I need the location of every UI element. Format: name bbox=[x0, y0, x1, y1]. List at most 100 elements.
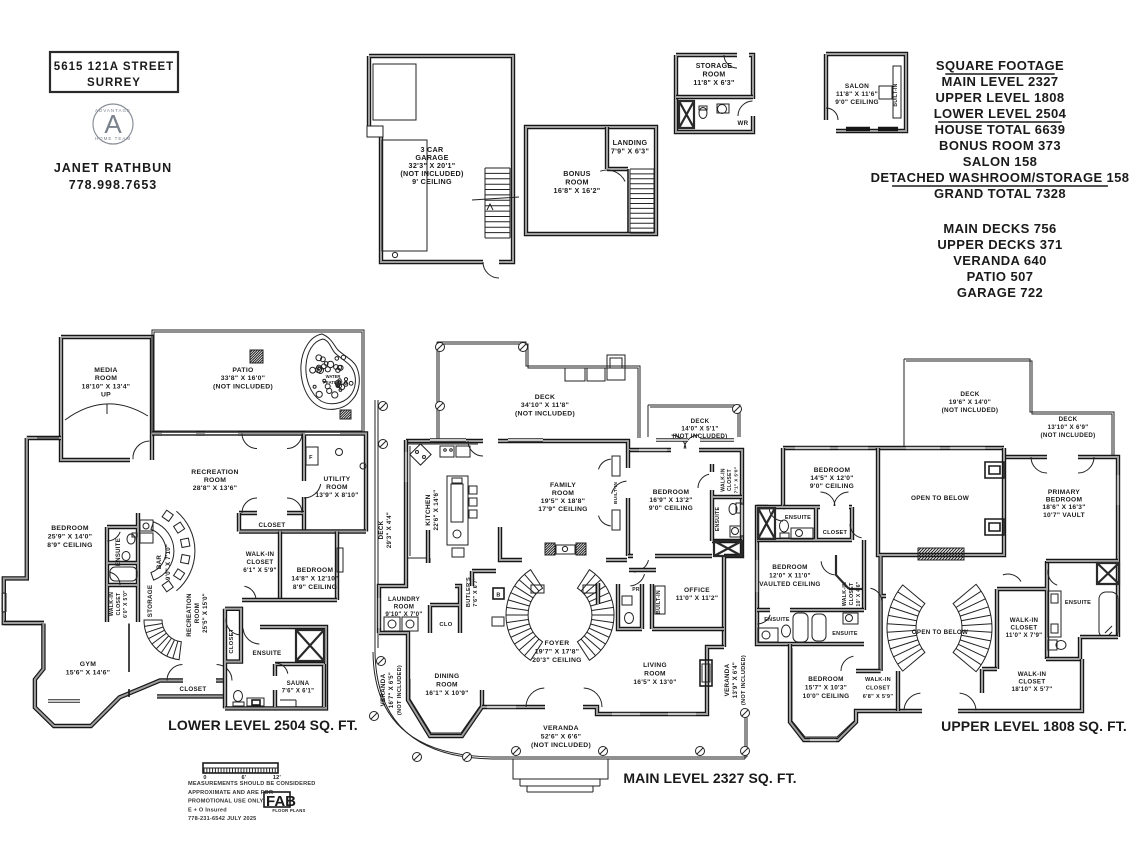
svg-text:13'9" X 6'4": 13'9" X 6'4" bbox=[733, 662, 739, 698]
svg-text:OPEN TO BELOW: OPEN TO BELOW bbox=[912, 629, 968, 636]
svg-text:19'5" X 18'8": 19'5" X 18'8" bbox=[541, 498, 586, 505]
svg-text:BEDROOM: BEDROOM bbox=[51, 525, 89, 532]
svg-text:(NOT INCLUDED): (NOT INCLUDED) bbox=[531, 742, 591, 749]
svg-text:14'8" X 12'10": 14'8" X 12'10" bbox=[291, 576, 338, 583]
svg-text:FAB: FAB bbox=[266, 793, 296, 810]
svg-text:MAIN LEVEL 2327 SQ. FT.: MAIN LEVEL 2327 SQ. FT. bbox=[623, 770, 796, 786]
svg-text:16'5" X 13'0": 16'5" X 13'0" bbox=[633, 679, 676, 686]
svg-text:ROOM: ROOM bbox=[204, 477, 226, 484]
svg-text:9'0" CEILING: 9'0" CEILING bbox=[649, 505, 693, 512]
svg-text:18'6" X 16'3": 18'6" X 16'3" bbox=[1042, 504, 1085, 511]
svg-text:UP: UP bbox=[101, 392, 111, 399]
svg-text:HOUSE TOTAL 6639: HOUSE TOTAL 6639 bbox=[935, 122, 1066, 137]
svg-text:LOWER LEVEL 2504: LOWER LEVEL 2504 bbox=[934, 106, 1067, 121]
svg-text:CLOSET: CLOSET bbox=[229, 628, 235, 653]
svg-text:UPPER LEVEL 1808: UPPER LEVEL 1808 bbox=[936, 90, 1065, 105]
svg-text:FAMILY: FAMILY bbox=[550, 482, 576, 489]
svg-text:UTILITY: UTILITY bbox=[323, 476, 350, 483]
svg-text:ROOM: ROOM bbox=[436, 682, 458, 689]
svg-text:BEDROOM: BEDROOM bbox=[808, 676, 843, 683]
svg-text:DINING: DINING bbox=[435, 673, 460, 680]
svg-text:ROOM: ROOM bbox=[565, 178, 589, 187]
svg-text:ROOM: ROOM bbox=[326, 484, 348, 491]
svg-text:6'1" X 5'9": 6'1" X 5'9" bbox=[243, 567, 276, 574]
svg-text:ENSUITE: ENSUITE bbox=[832, 631, 858, 637]
svg-text:BEDROOM: BEDROOM bbox=[297, 567, 334, 574]
svg-text:WR: WR bbox=[738, 120, 749, 127]
svg-text:VERANDA: VERANDA bbox=[380, 673, 387, 706]
svg-text:UPPER LEVEL 1808 SQ. FT.: UPPER LEVEL 1808 SQ. FT. bbox=[941, 718, 1127, 734]
svg-text:WALK-IN: WALK-IN bbox=[865, 677, 891, 683]
svg-text:CLOSET: CLOSET bbox=[823, 530, 848, 536]
svg-text:17'9" CEILING: 17'9" CEILING bbox=[538, 506, 588, 513]
svg-text:6'8" X 5'9": 6'8" X 5'9" bbox=[863, 694, 894, 700]
svg-text:PR: PR bbox=[632, 587, 640, 593]
svg-text:11'0" X 11'2": 11'0" X 11'2" bbox=[676, 595, 719, 602]
svg-text:BONUS ROOM 373: BONUS ROOM 373 bbox=[939, 138, 1061, 153]
svg-text:VERANDA 640: VERANDA 640 bbox=[953, 253, 1047, 268]
svg-text:VERANDA: VERANDA bbox=[543, 725, 579, 732]
svg-text:RECREATION: RECREATION bbox=[191, 469, 238, 476]
svg-text:ADVANTAGE: ADVANTAGE bbox=[95, 108, 131, 113]
svg-text:10' X 4'6": 10' X 4'6" bbox=[856, 581, 862, 606]
svg-text:FLOOR PLANS: FLOOR PLANS bbox=[272, 808, 305, 813]
svg-text:12': 12' bbox=[273, 775, 282, 781]
svg-text:CLOSET: CLOSET bbox=[866, 686, 891, 692]
svg-text:9'10" X 7'0": 9'10" X 7'0" bbox=[385, 611, 422, 618]
svg-text:CLOSET: CLOSET bbox=[727, 469, 733, 491]
svg-text:SALON 158: SALON 158 bbox=[963, 154, 1037, 169]
svg-text:16'7" X 6'5": 16'7" X 6'5" bbox=[389, 672, 395, 708]
svg-text:29'3" X 4'4": 29'3" X 4'4" bbox=[387, 512, 393, 548]
svg-text:GYM: GYM bbox=[80, 661, 96, 668]
svg-text:BEDROOM: BEDROOM bbox=[1046, 497, 1083, 504]
svg-text:DECK: DECK bbox=[691, 418, 710, 425]
svg-text:CLOSET: CLOSET bbox=[849, 582, 855, 605]
svg-text:OFFICE: OFFICE bbox=[684, 587, 710, 594]
svg-text:FEATURE: FEATURE bbox=[323, 380, 343, 385]
svg-text:7'6" X 6'1": 7'6" X 6'1" bbox=[282, 689, 315, 695]
svg-text:BEDROOM: BEDROOM bbox=[653, 489, 690, 496]
svg-text:MEASUREMENTS SHOULD BE CONSIDE: MEASUREMENTS SHOULD BE CONSIDERED bbox=[188, 781, 316, 787]
svg-text:19'6" X 14'0": 19'6" X 14'0" bbox=[949, 399, 991, 406]
svg-text:11'0" X 7'9": 11'0" X 7'9" bbox=[1006, 632, 1043, 639]
svg-text:CLOSET: CLOSET bbox=[180, 686, 207, 693]
svg-text:CLO: CLO bbox=[439, 622, 452, 628]
svg-text:SQUARE FOOTAGE: SQUARE FOOTAGE bbox=[936, 58, 1064, 73]
svg-text:9'0" CEILING: 9'0" CEILING bbox=[810, 483, 854, 490]
svg-text:E + O Insured: E + O Insured bbox=[188, 807, 227, 813]
svg-text:STORAGE: STORAGE bbox=[696, 63, 733, 70]
svg-text:JANET RATHBUN: JANET RATHBUN bbox=[54, 161, 172, 175]
svg-text:18'10" X 13'4": 18'10" X 13'4" bbox=[82, 383, 131, 390]
svg-text:SURREY: SURREY bbox=[87, 77, 141, 89]
svg-text:PATIO 507: PATIO 507 bbox=[967, 269, 1034, 284]
svg-text:BUILT-IN: BUILT-IN bbox=[893, 83, 899, 106]
svg-text:52'6" X 6'6": 52'6" X 6'6" bbox=[541, 734, 582, 741]
svg-text:LOWER LEVEL 2504 SQ. FT.: LOWER LEVEL 2504 SQ. FT. bbox=[168, 717, 358, 733]
svg-text:0: 0 bbox=[203, 775, 206, 781]
svg-text:19'7" X 17'8": 19'7" X 17'8" bbox=[535, 649, 580, 656]
svg-text:BAR: BAR bbox=[156, 555, 163, 570]
svg-text:(NOT INCLUDED): (NOT INCLUDED) bbox=[397, 665, 403, 715]
svg-text:DECK: DECK bbox=[535, 394, 555, 401]
svg-text:(NOT INCLUDED): (NOT INCLUDED) bbox=[741, 655, 747, 705]
svg-text:WALK-IN: WALK-IN bbox=[721, 468, 727, 492]
svg-text:PRIMARY: PRIMARY bbox=[1048, 489, 1081, 496]
svg-text:A: A bbox=[104, 109, 122, 139]
svg-text:MAIN LEVEL 2327: MAIN LEVEL 2327 bbox=[941, 74, 1058, 89]
svg-text:ENSUITE: ENSUITE bbox=[253, 650, 282, 657]
svg-text:F: F bbox=[309, 455, 313, 461]
svg-text:33'8" X 16'0": 33'8" X 16'0" bbox=[221, 375, 266, 382]
svg-text:16'9" X 13'2": 16'9" X 13'2" bbox=[649, 497, 692, 504]
svg-text:LANDING: LANDING bbox=[613, 138, 648, 147]
svg-text:UPPER DECKS 371: UPPER DECKS 371 bbox=[937, 237, 1062, 252]
svg-text:ROOM: ROOM bbox=[703, 72, 726, 79]
svg-text:10'0" CEILING: 10'0" CEILING bbox=[803, 693, 850, 700]
svg-text:15'7" X 10'3": 15'7" X 10'3" bbox=[805, 685, 847, 692]
svg-text:CLOSET: CLOSET bbox=[1011, 625, 1038, 632]
svg-text:CLOSET: CLOSET bbox=[259, 522, 286, 529]
svg-text:9' CEILING: 9' CEILING bbox=[412, 177, 452, 186]
svg-text:CLOSET: CLOSET bbox=[1019, 679, 1046, 686]
svg-text:13'9" X 8'10": 13'9" X 8'10" bbox=[315, 492, 358, 499]
svg-text:10'7" VAULT: 10'7" VAULT bbox=[1043, 512, 1085, 519]
svg-text:WALK-IN: WALK-IN bbox=[842, 582, 848, 606]
